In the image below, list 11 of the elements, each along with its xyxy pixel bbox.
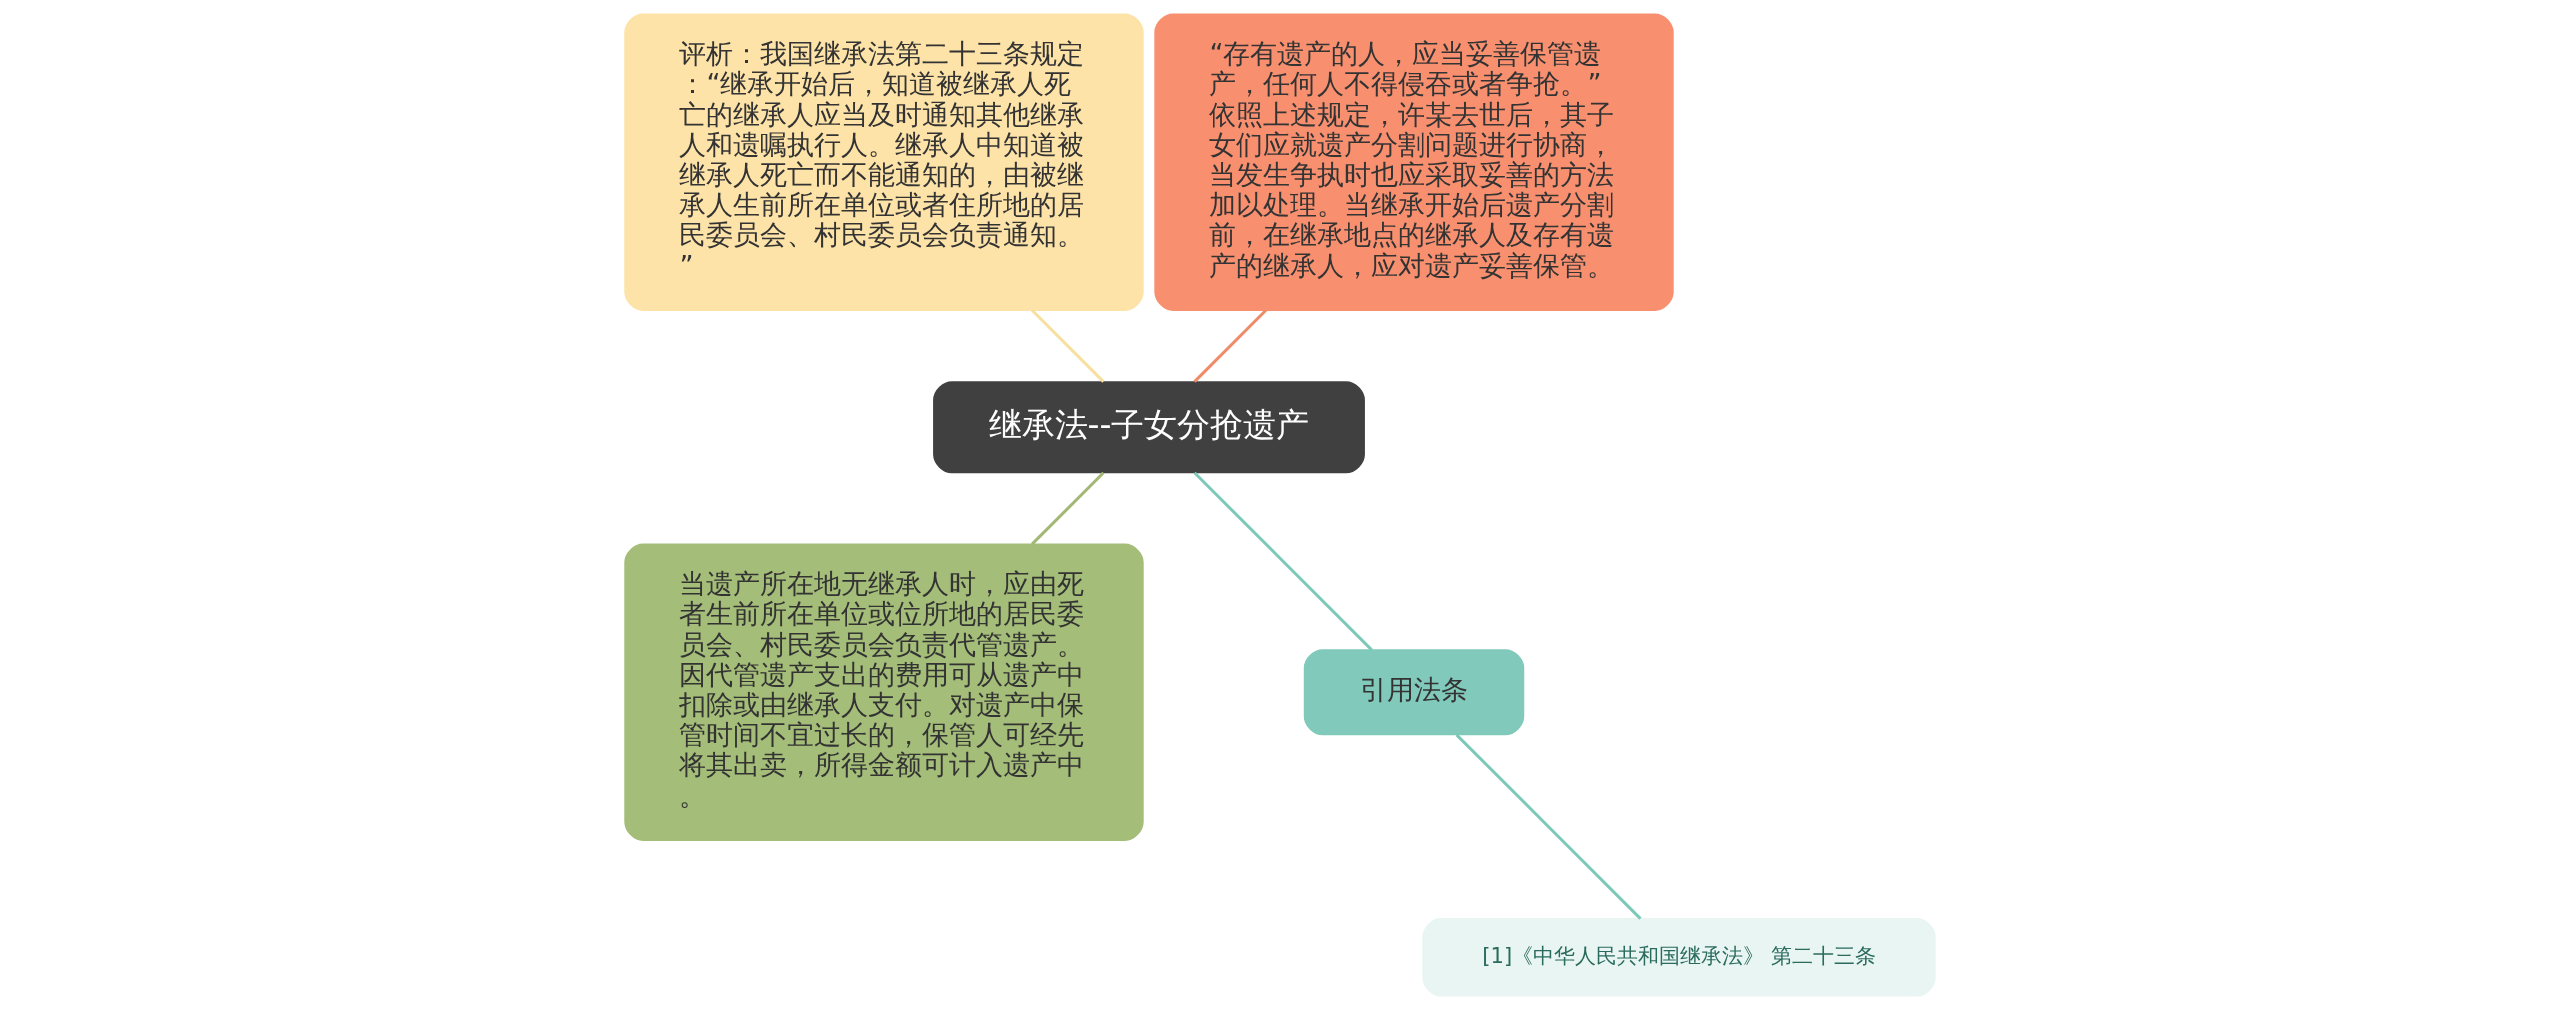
node-box: 当遗产所在地无继承人时，应由死者生前所在单位或位所地的居民委员会、村民委员会负责代管遗产。因代管遗产支出的费用可从遗产中扣除或由继承人支付。对遗产中保管时间不宜过长的，保管人可经先将其出卖，所得金额可计入遗产中。 (624, 543, 1144, 841)
node-box: [1]《中华人民共和国继承法》 第二十三条 (1422, 918, 1936, 997)
node-box: 继承法--子女分抢遗产 (933, 381, 1365, 474)
connector (1031, 471, 1105, 546)
connector (1455, 733, 1642, 920)
node-box: 引用法条 (1303, 649, 1525, 736)
connector (1193, 309, 1267, 383)
node-box: 评析：我国继承法第二十三条规定：“继承开始后，知道被继承人死亡的继承人应当及时通知其他继承人和遗嘱执行人。继承人中知道被继承人死亡而不能通知的，由被继承人生前所在单位或者住所地的居民委员会、村民委员会负责通知。” (624, 13, 1144, 311)
node-box: “存有遗产的人，应当妥善保管遗产，任何人不得侵吞或者争抢。”依照上述规定，许某去世后，其子女们应就遗产分割问题进行协商，当发生争执时也应采取妥善的方法加以处理。当继承开始后遗产分割前，在继承地点的继承人及存有遗产的继承人，应对遗产妥善保管。 (1154, 13, 1674, 311)
connector (1193, 471, 1373, 651)
connector (1031, 309, 1105, 383)
